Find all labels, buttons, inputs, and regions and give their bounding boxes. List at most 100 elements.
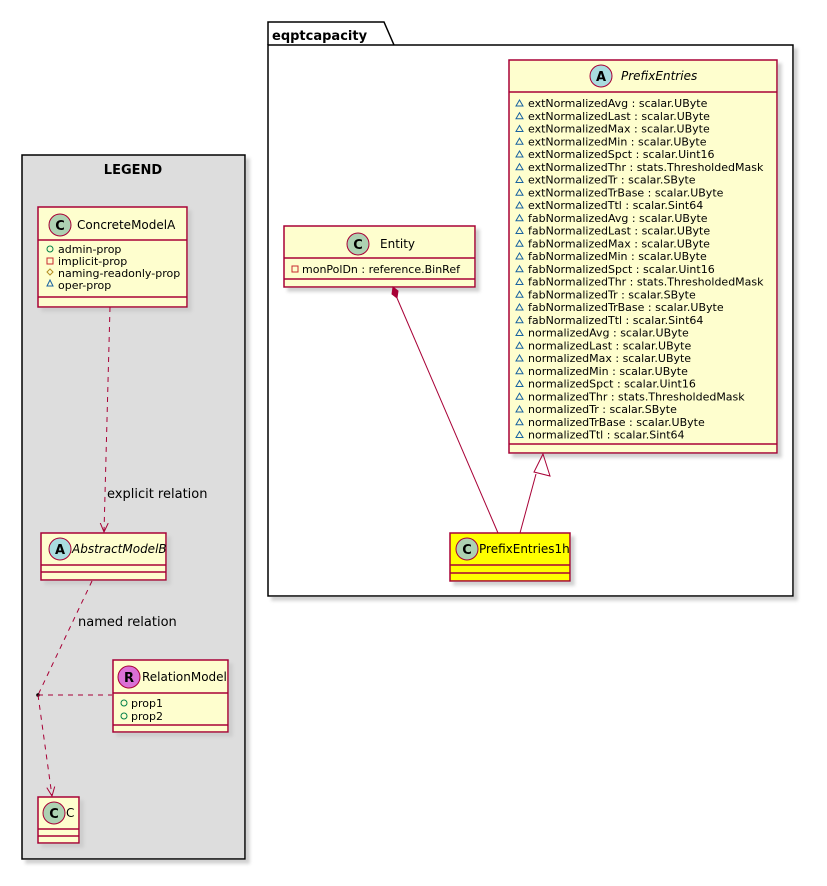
package-visibility-icon xyxy=(515,341,524,349)
public-visibility-icon xyxy=(120,712,128,720)
class-attribute: fabNormalizedTtl : scalar.Sint64 xyxy=(528,314,703,327)
class-stereo-letter: C xyxy=(353,238,363,253)
package-visibility-icon xyxy=(515,226,524,234)
package-visibility-icon xyxy=(515,328,524,336)
class-attribute: normalizedMin : scalar.UByte xyxy=(528,365,688,378)
package-visibility-icon xyxy=(515,99,524,107)
class-c-circle-icon xyxy=(346,232,370,256)
package-name: eqptcapacity xyxy=(272,29,368,44)
package-visibility-icon xyxy=(515,124,524,132)
c-class[interactable]: C C xyxy=(37,796,80,844)
package-visibility-icon xyxy=(515,315,524,324)
class-attribute: extNormalizedTr : scalar.SByte xyxy=(528,174,696,187)
prefix-entries-1h-class[interactable]: C PrefixEntries1h xyxy=(449,532,571,582)
class-attribute: fabNormalizedTrBase : scalar.UByte xyxy=(528,301,724,314)
class-stereo-letter: C xyxy=(55,219,65,234)
public-visibility-icon xyxy=(46,245,54,253)
concrete-model-a-class[interactable]: C ConcreteModelA admin-prop implicit-pro… xyxy=(37,206,188,308)
package-visibility-icon xyxy=(515,277,524,285)
class-attribute: naming-readonly-prop xyxy=(58,267,180,280)
class-attribute: extNormalizedTtl : scalar.Sint64 xyxy=(528,199,703,212)
package-visibility-icon xyxy=(46,278,54,287)
class-attribute: extNormalizedMin : scalar.UByte xyxy=(528,135,707,148)
class-attribute: normalizedSpct : scalar.Uint16 xyxy=(528,378,696,391)
prefix-entries-class[interactable]: A PrefixEntries extNormalizedAvg : scala… xyxy=(508,59,778,454)
class-name: AbstractModelB xyxy=(71,542,167,556)
relation-model-class[interactable]: R RelationModel prop1 prop2 xyxy=(112,659,229,733)
class-c-circle-icon xyxy=(42,801,66,825)
package-visibility-icon xyxy=(515,213,524,222)
class-attribute: fabNormalizedSpct : scalar.Uint16 xyxy=(528,263,715,276)
edge-label: explicit relation xyxy=(107,487,207,502)
class-attribute: normalizedTr : scalar.SByte xyxy=(528,403,677,416)
generalization-edge xyxy=(519,452,551,534)
package-visibility-icon xyxy=(515,366,524,375)
class-attribute: extNormalizedThr : stats.ThresholdedMask xyxy=(528,161,764,174)
class-attribute: oper-prop xyxy=(58,279,111,292)
class-attribute: normalizedMax : scalar.UByte xyxy=(528,352,691,365)
private-visibility-icon xyxy=(46,257,54,265)
class-a-circle-icon xyxy=(48,537,72,561)
class-attribute: normalizedLast : scalar.UByte xyxy=(528,339,691,352)
class-attribute: extNormalizedTrBase : scalar.UByte xyxy=(528,186,724,199)
class-stereo-letter: A xyxy=(55,543,65,558)
class-attribute: fabNormalizedMax : scalar.UByte xyxy=(528,237,710,250)
class-attribute: fabNormalizedThr : stats.ThresholdedMask xyxy=(528,276,764,289)
private-visibility-icon xyxy=(291,265,299,273)
class-attribute: extNormalizedAvg : scalar.UByte xyxy=(528,97,708,110)
class-attribute: fabNormalizedAvg : scalar.UByte xyxy=(528,212,708,225)
inheritance-triangle-icon xyxy=(533,452,551,477)
class-c-circle-icon xyxy=(455,537,479,561)
package-visibility-icon xyxy=(515,264,524,273)
class-stereo-letter: C xyxy=(49,807,59,822)
class-attribute: normalizedTrBase : scalar.UByte xyxy=(528,416,705,429)
class-c-circle-icon xyxy=(48,213,72,237)
composition-diamond-icon xyxy=(391,286,399,299)
package-visibility-icon xyxy=(515,405,524,413)
class-attribute: fabNormalizedLast : scalar.UByte xyxy=(528,225,710,238)
package-visibility-icon xyxy=(515,188,524,196)
class-r-circle-icon xyxy=(117,665,141,689)
class-attribute: fabNormalizedTr : scalar.SByte xyxy=(528,288,696,301)
class-attribute: normalizedThr : stats.ThresholdedMask xyxy=(528,390,745,403)
composition-edge xyxy=(391,286,499,534)
class-attribute: prop2 xyxy=(131,710,163,723)
class-stereo-letter: A xyxy=(596,70,606,85)
package-visibility-icon xyxy=(515,303,524,311)
legend-title: LEGEND xyxy=(104,163,163,178)
class-attribute: fabNormalizedMin : scalar.UByte xyxy=(528,250,707,263)
package-visibility-icon xyxy=(515,252,524,260)
class-name: Entity xyxy=(380,237,415,251)
package-visibility-icon xyxy=(515,150,524,158)
class-name: RelationModel xyxy=(142,670,227,684)
class-stereo-letter: C xyxy=(462,543,472,558)
abstract-model-b-class[interactable]: A AbstractModelB xyxy=(40,532,167,581)
package-visibility-icon xyxy=(515,290,524,298)
package-visibility-icon xyxy=(515,354,524,362)
class-name: PrefixEntries1h xyxy=(479,542,570,556)
entity-class[interactable]: C Entity monPolDn : reference.BinRef xyxy=(283,225,476,288)
class-attribute: extNormalizedSpct : scalar.Uint16 xyxy=(528,148,715,161)
package-visibility-icon xyxy=(515,201,524,209)
named-relation-edge: named relation xyxy=(36,580,177,796)
class-attribute: admin-prop xyxy=(58,243,121,256)
class-attribute: extNormalizedLast : scalar.UByte xyxy=(528,110,710,123)
edge-label: named relation xyxy=(78,615,177,630)
class-attribute: prop1 xyxy=(131,697,163,710)
class-attribute: implicit-prop xyxy=(58,255,127,268)
class-attribute: normalizedAvg : scalar.UByte xyxy=(528,327,689,340)
package-visibility-icon xyxy=(515,175,524,183)
protected-visibility-icon xyxy=(46,268,54,276)
class-attribute: monPolDn : reference.BinRef xyxy=(302,263,461,276)
class-attribute: normalizedTtl : scalar.Sint64 xyxy=(528,429,685,442)
package-visibility-icon xyxy=(515,392,524,400)
package-visibility-icon xyxy=(515,430,524,438)
attribute-list: extNormalizedAvg : scalar.UByteextNormal… xyxy=(515,97,764,442)
class-stereo-letter: R xyxy=(124,671,134,686)
class-name: ConcreteModelA xyxy=(77,218,176,232)
explicit-relation-edge: explicit relation xyxy=(104,306,207,532)
package-visibility-icon xyxy=(515,162,524,171)
class-attribute: extNormalizedMax : scalar.UByte xyxy=(528,123,710,136)
package-visibility-icon xyxy=(515,137,524,145)
